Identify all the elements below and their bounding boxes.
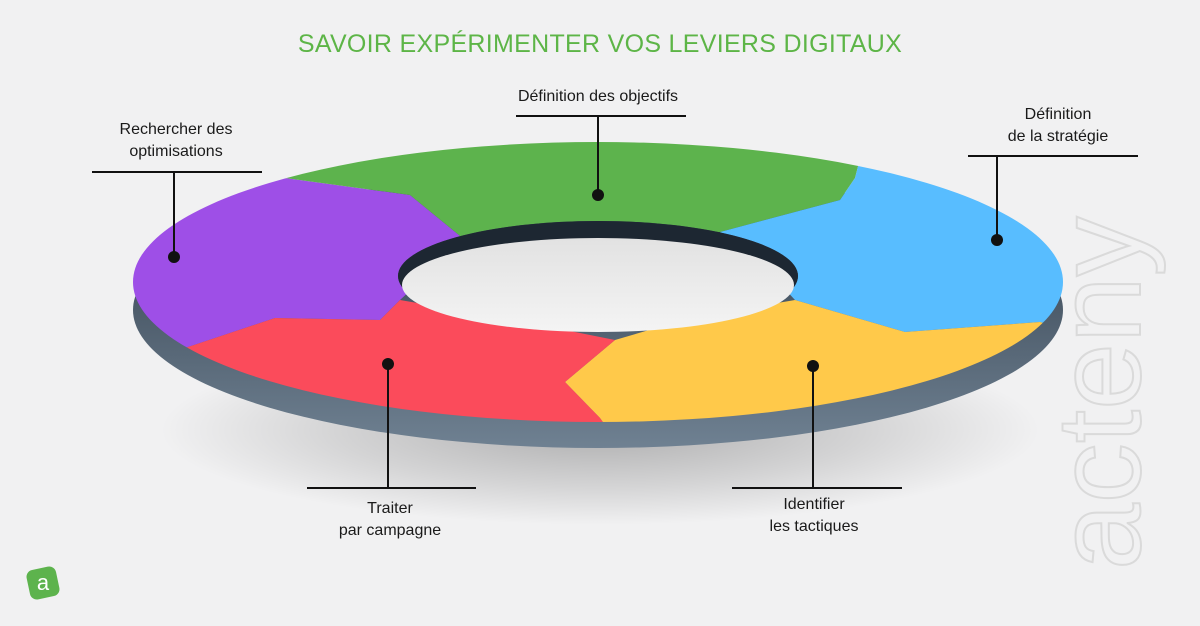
- logo-badge: [26, 566, 60, 600]
- label-objectifs: Définition des objectifs: [486, 86, 710, 108]
- callouts: [92, 115, 1138, 489]
- label-strategie-line2: de la stratégie: [1007, 128, 1109, 145]
- callout-dots: [168, 189, 1003, 372]
- label-campagne: Traiter par campagne: [310, 498, 470, 542]
- acteny-logo-icon: a: [26, 566, 60, 600]
- dot-optimisations: [168, 251, 180, 263]
- label-tactiques-line2: les tactiques: [769, 518, 859, 535]
- dot-campagne: [382, 358, 394, 370]
- label-optimisations: Rechercher des optimisations: [96, 119, 256, 163]
- label-strategie: Définition de la stratégie: [978, 104, 1138, 148]
- label-strategie-line1: Définition: [1024, 106, 1092, 123]
- dot-objectifs: [592, 189, 604, 201]
- label-objectifs-line1: Définition des objectifs: [517, 88, 679, 105]
- logo-letter: a: [37, 570, 50, 595]
- label-tactiques: Identifier les tactiques: [734, 494, 894, 538]
- dot-strategie: [991, 234, 1003, 246]
- label-campagne-line2: par campagne: [338, 522, 442, 539]
- label-tactiques-line1: Identifier: [783, 496, 845, 513]
- dot-tactiques: [807, 360, 819, 372]
- ring-hole-floor: [402, 238, 794, 332]
- label-optimisations-line1: Rechercher des: [119, 121, 233, 138]
- label-campagne-line1: Traiter: [367, 500, 413, 517]
- label-optimisations-line2: optimisations: [129, 143, 223, 160]
- diagram-title: SAVOIR EXPÉRIMENTER VOS LEVIERS DIGITAUX: [297, 30, 903, 58]
